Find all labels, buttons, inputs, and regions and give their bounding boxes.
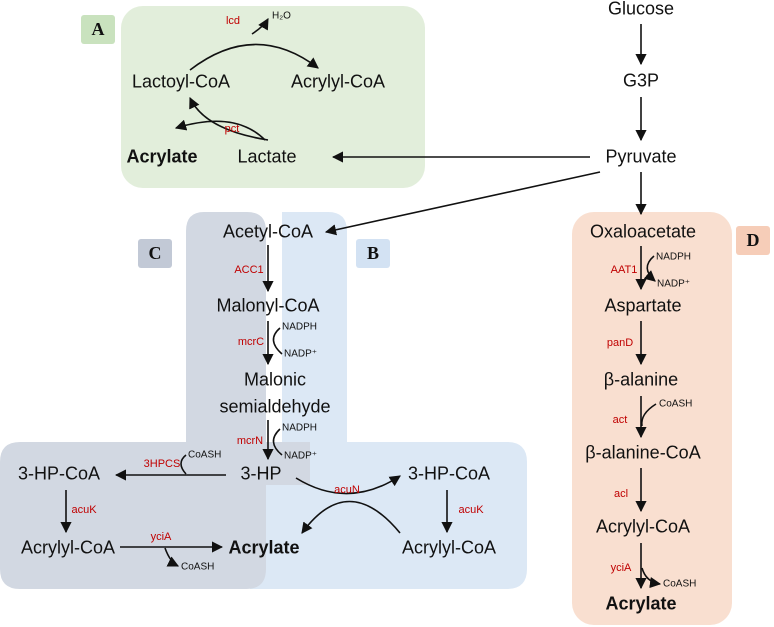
acrylyl-coa-a-label: Acrylyl-CoA [290, 71, 386, 92]
enzyme-acuk-c: acuK [71, 504, 97, 516]
nadp-2-label: NADP⁺ [284, 450, 318, 462]
arrow-lactate-acrylate [174, 119, 266, 141]
malonyl-coa-label: Malonyl-CoA [216, 295, 320, 316]
enzyme-pct: pct [224, 123, 240, 135]
enzyme-mcrn: mcrN [236, 435, 264, 447]
lactoyl-coa-label: Lactoyl-CoA [131, 71, 231, 92]
panel-c-background [0, 212, 310, 589]
beta-alanine-label: β-alanine [603, 369, 679, 390]
nadph-1-label: NADPH [282, 321, 318, 333]
nadph-2-label: NADPH [282, 422, 318, 434]
panel-b-label: B [356, 239, 390, 268]
acrylate-d-label: Acrylate [605, 593, 677, 614]
enzyme-mcrc: mcrC [237, 336, 265, 348]
nadp-d-label: NADP⁺ [657, 278, 691, 290]
arrow-nadph-nadp-1 [272, 327, 283, 355]
enzyme-aat1: AAT1 [610, 264, 638, 276]
malonic-line2-label: semialdehyde [219, 396, 331, 417]
enzyme-acc1: ACC1 [234, 264, 264, 276]
arrow-nadph-nadp-d [643, 255, 656, 282]
nadp-1-label: NADP⁺ [284, 348, 318, 360]
arrow-coash-act [640, 403, 657, 427]
arrow-lactate-lactoyl [189, 96, 269, 141]
enzyme-acuk-b: acuK [458, 504, 484, 516]
pyruvate-label: Pyruvate [605, 146, 677, 167]
acrylyl-coa-c-label: Acrylyl-CoA [20, 537, 116, 558]
acrylyl-coa-b-label: Acrylyl-CoA [401, 537, 497, 558]
water-label: H₂O [272, 10, 291, 22]
arrow-coash-ycia-c [164, 547, 180, 567]
coash-d2-label: CoASH [663, 578, 697, 590]
arrow-lactoyl-to-acrylyl [189, 43, 319, 71]
nadph-d-label: NADPH [656, 251, 692, 263]
coash-c2-label: CoASH [181, 561, 215, 573]
arrow-coash-3hpcs [180, 454, 187, 475]
coash-d-label: CoASH [659, 398, 693, 410]
g3p-label: G3P [622, 70, 660, 91]
3hp-label: 3-HP [240, 463, 282, 484]
3hp-coa-c-label: 3-HP-CoA [17, 463, 101, 484]
lactate-label: Lactate [237, 146, 297, 167]
acetyl-coa-label: Acetyl-CoA [222, 221, 314, 242]
arrow-coash-ycia-d [641, 567, 662, 589]
acrylate-a-label: Acrylate [126, 146, 198, 167]
coash-c-label: CoASH [188, 449, 222, 461]
enzyme-ycia-d: yciA [610, 562, 632, 574]
enzyme-3hpcs: 3HPCS [143, 458, 181, 470]
acrylyl-coa-d-label: Acrylyl-CoA [595, 516, 691, 537]
arrow-3hp-3hpcoa-b [295, 475, 401, 495]
acrylate-bc-label: Acrylate [228, 537, 300, 558]
panel-d-background [572, 212, 732, 625]
oxaloacetate-label: Oxaloacetate [589, 221, 697, 242]
arrow-acrylylcoa-acrylate-b [301, 500, 401, 534]
enzyme-acl: acl [613, 488, 629, 500]
enzyme-pand: panD [606, 337, 634, 349]
arrow-pyruvate-acetyl-coa [324, 171, 601, 236]
panel-c-label: C [138, 239, 172, 268]
arrow-lcd-h2o-branch [251, 18, 269, 35]
3hp-coa-b-label: 3-HP-CoA [407, 463, 491, 484]
panel-a-label: A [81, 15, 115, 44]
panel-b-background [250, 212, 527, 589]
beta-alanine-coa-label: β-alanine-CoA [585, 442, 701, 463]
enzyme-acun: acuN [334, 484, 360, 496]
aspartate-label: Aspartate [604, 295, 682, 316]
enzyme-lcd: lcd [225, 15, 241, 27]
enzyme-act: act [612, 414, 628, 426]
enzyme-ycia-c: yciA [150, 531, 172, 543]
panel-d-label: D [736, 226, 770, 255]
malonic-line1-label: Malonic [243, 369, 307, 390]
arrow-nadph-nadp-2 [272, 428, 283, 456]
glucose-label: Glucose [607, 0, 675, 19]
panel-a-background [121, 6, 425, 188]
